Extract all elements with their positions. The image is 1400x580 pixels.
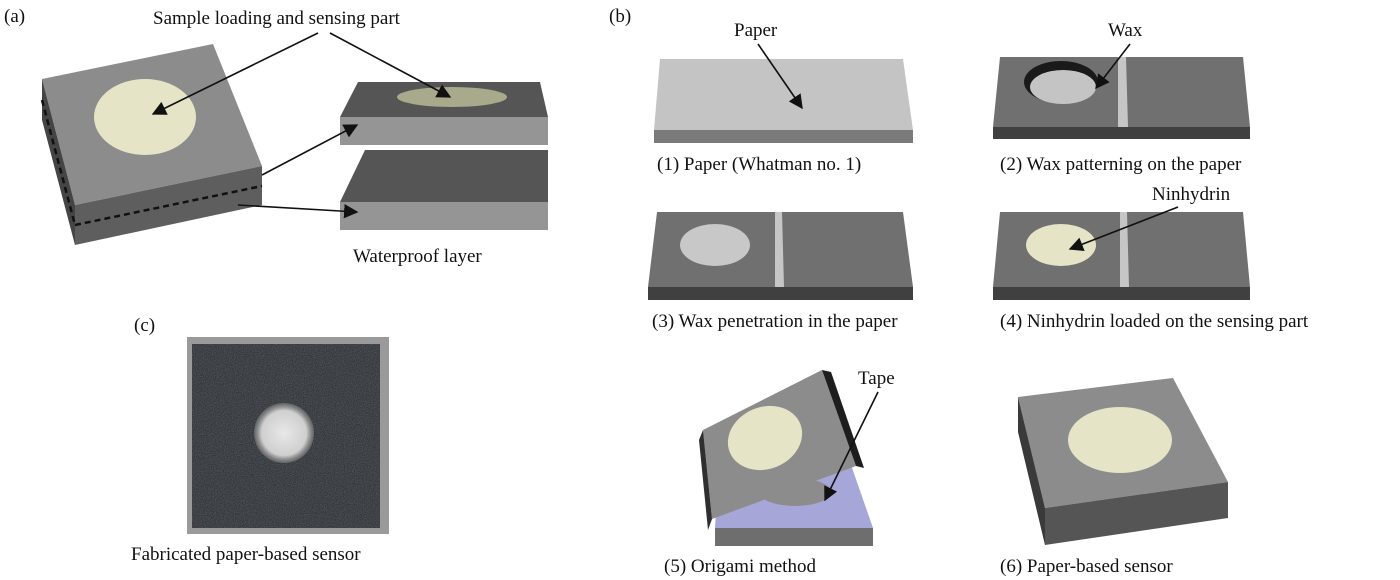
step4-wax-line (1120, 212, 1129, 287)
panel-a-label: (a) (4, 6, 25, 27)
top-layer-front-face (340, 117, 548, 145)
step-1-paper (654, 59, 913, 143)
waterproof-top-face (340, 150, 548, 202)
waterproof-front-face (340, 202, 548, 230)
step2-hole-bottom (1030, 70, 1096, 104)
waterproof-annotation: Waterproof layer (353, 246, 482, 267)
arrow-to-layer-spot (329, 32, 452, 98)
step-4-annotation: Ninhydrin (1152, 184, 1231, 205)
step-1-caption: (1) Paper (Whatman no. 1) (657, 154, 861, 175)
step4-front-face (993, 287, 1250, 300)
step-6-caption: (6) Paper-based sensor (1000, 556, 1173, 577)
step3-spot (680, 224, 750, 266)
top-layer-spot (397, 87, 507, 107)
arrow-to-device-spot (151, 32, 319, 115)
step-4-ninhydrin (993, 212, 1250, 300)
folded-spot (727, 405, 803, 471)
photo-sensing-spot (254, 403, 314, 463)
step6-left-face (1018, 397, 1045, 545)
step-2-annotation: Wax (1108, 20, 1143, 41)
step-2-wax-patterning (993, 57, 1250, 139)
step3-front-face (648, 287, 913, 300)
step4-ninhydrin-spot (1026, 224, 1096, 266)
step2-front-face (993, 127, 1250, 139)
step-5-origami (699, 370, 873, 546)
arrow-to-tape (824, 391, 879, 502)
step2-wax-line (1118, 57, 1128, 127)
layer-split-line-side (40, 99, 77, 226)
exploded-top-layer (340, 82, 548, 145)
layer-split-line (74, 184, 263, 227)
tape-base-front (715, 528, 873, 546)
sensing-part-annotation: Sample loading and sensing part (153, 8, 401, 29)
arrow-to-waterproof-layer (237, 204, 359, 219)
arrow-to-ninhydrin (1068, 206, 1179, 252)
step6-front-face (1045, 482, 1228, 545)
step6-spot (1068, 407, 1172, 473)
arrow-to-wax (1095, 43, 1131, 90)
step-5-annotation: Tape (858, 368, 895, 389)
step-2-caption: (2) Wax patterning on the paper (1000, 154, 1242, 175)
sensor-photo (187, 337, 389, 534)
step-4-caption: (4) Ninhydrin loaded on the sensing part (1000, 311, 1309, 332)
folded-front-face (699, 430, 712, 530)
panel-b-label: (b) (609, 6, 631, 27)
step-5-caption: (5) Origami method (664, 556, 816, 577)
stacked-device (40, 44, 263, 245)
step-1-annotation: Paper (734, 20, 778, 41)
step3-wax-line (775, 212, 784, 287)
step1-front-face (654, 130, 913, 143)
arrow-to-paper (757, 43, 803, 110)
panel-c-label: (c) (134, 315, 155, 336)
step-3-wax-penetration (648, 212, 913, 300)
step-6-sensor (1018, 378, 1228, 545)
sensing-spot (94, 79, 196, 155)
step-3-caption: (3) Wax penetration in the paper (652, 311, 898, 332)
photo-caption: Fabricated paper-based sensor (131, 544, 361, 565)
step1-top-face (654, 59, 913, 130)
exploded-waterproof-layer (340, 150, 548, 230)
arrow-to-top-layer (261, 124, 359, 176)
